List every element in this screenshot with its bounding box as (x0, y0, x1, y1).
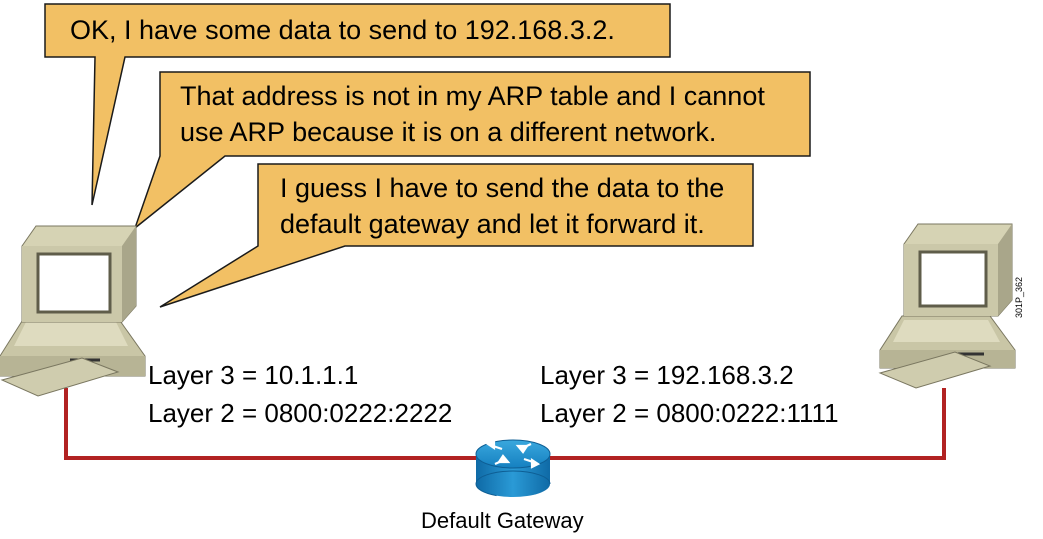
source-layer2: Layer 2 = 0800:0222:2222 (148, 398, 453, 428)
destination-layer2: Layer 2 = 0800:0222:1111 (540, 398, 839, 428)
computer-icon (0, 225, 146, 397)
source-host-addresses: Layer 3 = 10.1.1.1 Layer 2 = 0800:0222:2… (148, 356, 452, 432)
bubble-2-line-1: That address is not in my ARP table and … (180, 81, 765, 111)
bubble-1-text: OK, I have some data to send to 192.168.… (70, 12, 615, 48)
bubble-3-line-1: I guess I have to send the data to the (280, 173, 725, 203)
figure-id: 301P_362 (1014, 276, 1024, 318)
source-layer3: Layer 3 = 10.1.1.1 (148, 360, 359, 390)
gateway-label: Default Gateway (421, 508, 584, 533)
bubble-1-line-1: OK, I have some data to send to 192.168.… (70, 15, 615, 45)
destination-host-addresses: Layer 3 = 192.168.3.2 Layer 2 = 0800:022… (540, 356, 839, 432)
speech-bubble-1 (44, 3, 671, 206)
bubble-2-text: That address is not in my ARP table and … (180, 78, 765, 150)
speech-bubble-3 (159, 163, 754, 308)
computer-icon (878, 223, 1016, 389)
bubble-3-text: I guess I have to send the data to the d… (280, 170, 724, 242)
bubble-3-line-2: default gateway and let it forward it. (280, 209, 705, 239)
destination-layer3: Layer 3 = 192.168.3.2 (540, 360, 794, 390)
speech-bubble-2 (133, 71, 811, 231)
router-icon (475, 439, 551, 498)
bubble-2-line-2: use ARP because it is on a different net… (180, 117, 717, 147)
